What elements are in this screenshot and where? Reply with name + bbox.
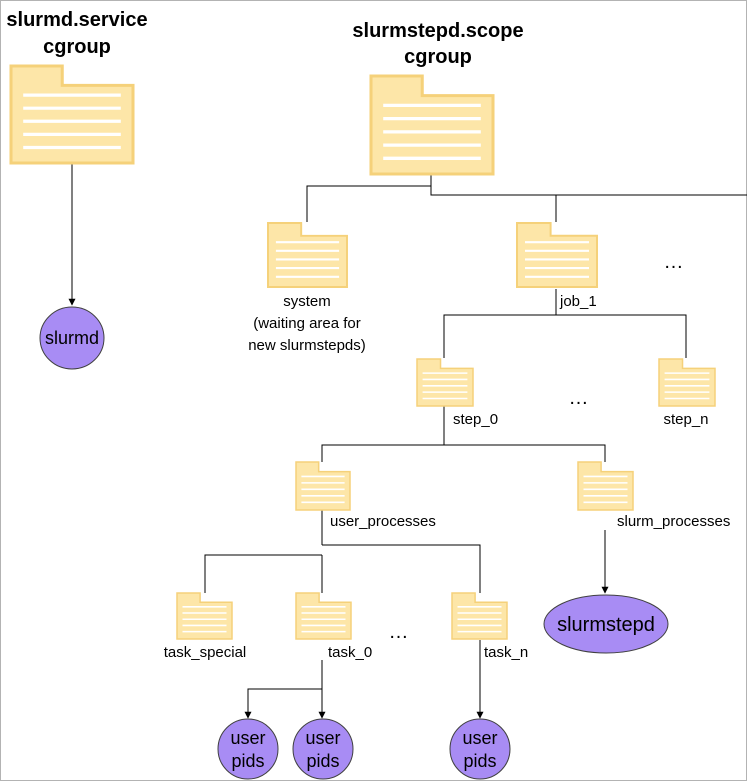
edge-scope-to-system	[306, 185, 431, 222]
process-label-pids: pids	[463, 751, 496, 771]
label-step-0: step_0	[453, 411, 498, 428]
ellipsis-jobs: …	[664, 251, 687, 273]
folder-icon	[516, 222, 598, 288]
process-label-slurmd: slurmd	[45, 328, 99, 348]
folder-icon	[416, 358, 474, 407]
folder-step-0	[416, 358, 474, 407]
folder-user-processes	[295, 461, 351, 511]
folder-icon	[9, 64, 135, 165]
process-circle	[543, 594, 669, 654]
label-system-note-1: (waiting area for	[253, 315, 361, 332]
process-circle	[449, 718, 511, 780]
edge-scope-trunk	[430, 174, 747, 196]
folder-icon	[295, 461, 351, 511]
label-system-note-2: new slurmstepds)	[248, 337, 366, 354]
edge-job1-to-step0	[443, 314, 687, 358]
process-circle	[292, 718, 354, 780]
folder-icon	[295, 592, 352, 640]
edge-user-processes-to-taskspecial	[204, 554, 322, 593]
label-step-n: step_n	[663, 411, 708, 428]
process-label-slurmstepd: slurmstepd	[557, 614, 655, 636]
label-system: system	[283, 293, 331, 310]
process-circle	[39, 306, 105, 370]
folder-job-1	[516, 222, 598, 288]
label-user-processes: user_processes	[330, 513, 436, 530]
folder-step-n	[658, 358, 716, 407]
cgroup-titles: slurmd.service cgroup slurmstepd.scope c…	[6, 9, 523, 68]
process-circle	[217, 718, 279, 780]
process-user-pids-2: user pids	[292, 718, 354, 780]
folder-icon	[658, 358, 716, 407]
folder-task-0	[295, 592, 352, 640]
edges	[68, 163, 747, 719]
process-label-pids: pids	[306, 751, 339, 771]
label-task-special: task_special	[164, 644, 247, 661]
folder-slurmd-service	[9, 64, 135, 165]
process-user-pids-1: user pids	[217, 718, 279, 780]
process-nodes: slurmd slurmstepd user pids user pids us…	[39, 306, 669, 780]
edge-task0-to-left-pids	[244, 688, 322, 719]
folder-slurmstepd-scope	[369, 74, 495, 176]
process-label-user: user	[462, 728, 497, 748]
folder-icon	[369, 74, 495, 176]
title-slurmd-service-cgroup: cgroup	[43, 36, 111, 58]
process-label-user: user	[230, 728, 265, 748]
folder-icon	[577, 461, 634, 511]
cgroup-folders	[9, 64, 716, 640]
process-slurmstepd: slurmstepd	[543, 594, 669, 654]
edge-user-processes-to-task0	[322, 544, 481, 593]
label-job-1: job_1	[559, 293, 597, 310]
process-slurmd: slurmd	[39, 306, 105, 370]
label-task-0: task_0	[328, 644, 372, 661]
title-slurmd-service: slurmd.service	[6, 9, 147, 31]
folder-slurm-processes	[577, 461, 634, 511]
process-label-pids: pids	[231, 751, 264, 771]
process-label-user: user	[305, 728, 340, 748]
folder-task-special	[176, 592, 233, 640]
folder-icon	[267, 222, 348, 288]
title-slurmstepd-scope: slurmstepd.scope	[352, 20, 523, 42]
ellipsis-tasks: …	[389, 621, 412, 643]
label-task-n: task_n	[484, 644, 528, 661]
edge-step0-to-children	[321, 444, 606, 462]
title-slurmstepd-scope-cgroup: cgroup	[404, 46, 472, 68]
folder-icon	[451, 592, 508, 640]
process-user-pids-3: user pids	[449, 718, 511, 780]
ellipsis-steps: …	[569, 387, 592, 409]
label-slurm-processes: slurm_processes	[617, 513, 730, 530]
folder-system	[267, 222, 348, 288]
folder-task-n	[451, 592, 508, 640]
cgroup-labels: system (waiting area for new slurmstepds…	[164, 251, 731, 661]
folder-icon	[176, 592, 233, 640]
